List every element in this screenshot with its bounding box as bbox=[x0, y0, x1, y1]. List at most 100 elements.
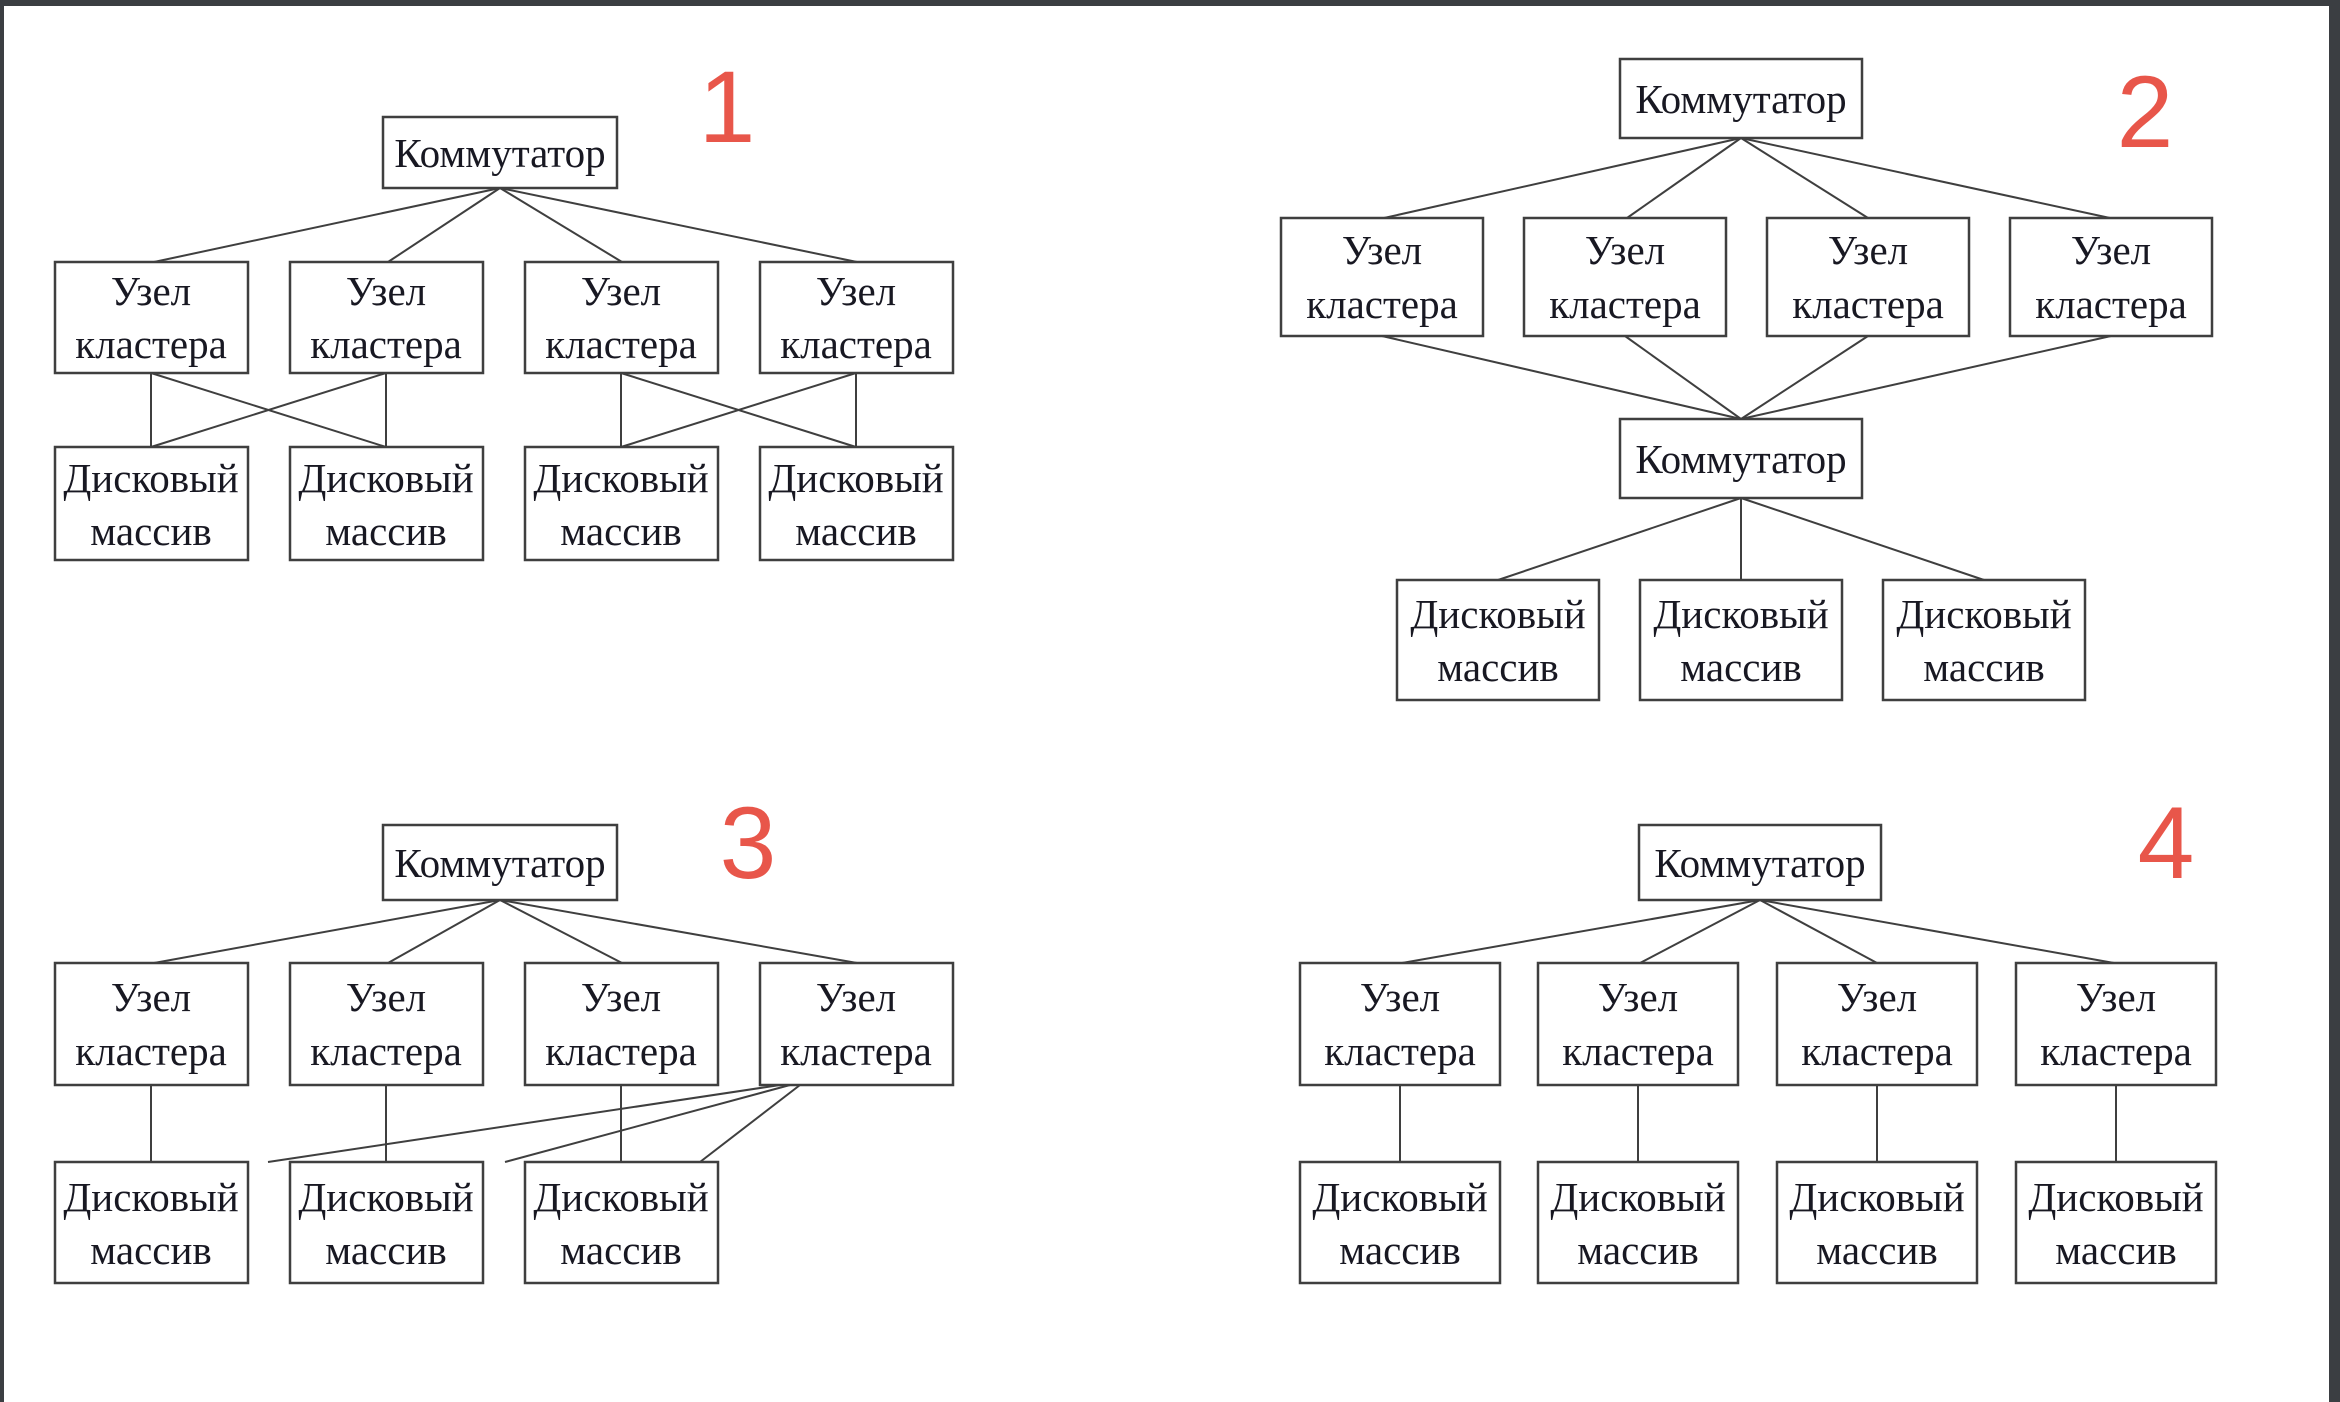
switch-label: Коммутатор bbox=[1654, 840, 1865, 886]
frame-right-edge bbox=[2329, 0, 2340, 1402]
cluster-node-label: Узел bbox=[111, 268, 191, 314]
connector-line bbox=[499, 187, 858, 263]
connector-line bbox=[387, 899, 501, 964]
disk-array-label: Дисковый bbox=[533, 1174, 708, 1220]
connector-line bbox=[267, 1084, 781, 1163]
disk-array-box bbox=[53, 1160, 250, 1285]
cluster-node-box bbox=[523, 961, 720, 1087]
cluster-node-label: кластера bbox=[1792, 281, 1944, 327]
disk-array-box bbox=[2014, 1160, 2218, 1285]
switch-box bbox=[1637, 823, 1883, 902]
disk-array-label: Дисковый bbox=[298, 455, 473, 501]
diagram-3-number: 3 bbox=[720, 786, 777, 900]
switch-box bbox=[381, 115, 619, 190]
disk-array-label: массив bbox=[1339, 1227, 1461, 1273]
cluster-node-box bbox=[1775, 961, 1979, 1087]
connector-line bbox=[1740, 335, 1869, 420]
cluster-node-label: кластера bbox=[75, 1028, 227, 1074]
diagram-2: 2 Коммутатор Узел кластера Узел кластера… bbox=[1279, 55, 2214, 702]
disk-array-box bbox=[288, 445, 485, 562]
disk-array-label: массив bbox=[325, 508, 447, 554]
cluster-node-label: кластера bbox=[310, 1028, 462, 1074]
cluster-node-box bbox=[758, 961, 955, 1087]
disk-array-box bbox=[1775, 1160, 1979, 1285]
switch-box bbox=[381, 823, 619, 902]
cluster-node-label: Узел bbox=[1598, 974, 1678, 1020]
disk-array-box bbox=[1395, 578, 1601, 702]
cluster-node-label: кластера bbox=[2035, 281, 2187, 327]
switch-label: Коммутатор bbox=[394, 840, 605, 886]
disk-array-label: Дисковый bbox=[1550, 1174, 1725, 1220]
cluster-node-box bbox=[1522, 216, 1728, 338]
disk-array-label: массив bbox=[90, 1227, 212, 1273]
diagram-2-number: 2 bbox=[2117, 55, 2174, 169]
disk-array-box bbox=[53, 445, 250, 562]
connector-line bbox=[1381, 335, 1742, 420]
connector-line bbox=[1759, 899, 1878, 964]
cluster-node-label: кластера bbox=[780, 1028, 932, 1074]
connector-line bbox=[387, 187, 501, 263]
disk-array-label: Дисковый bbox=[1653, 591, 1828, 637]
disk-array-label: Дисковый bbox=[63, 1174, 238, 1220]
disk-array-box bbox=[288, 1160, 485, 1285]
disk-array-box bbox=[1298, 1160, 1502, 1285]
frame-top-edge bbox=[0, 0, 2340, 6]
disk-array-box bbox=[1638, 578, 1844, 702]
disk-array-box bbox=[758, 445, 955, 562]
disk-array-label: Дисковый bbox=[2028, 1174, 2203, 1220]
cluster-node-box bbox=[53, 961, 250, 1087]
cluster-node-box bbox=[1298, 961, 1502, 1087]
connector-line bbox=[1740, 335, 2112, 420]
cluster-node-box bbox=[1536, 961, 1740, 1087]
connector-line bbox=[1383, 137, 1742, 219]
cluster-node-label: кластера bbox=[1562, 1028, 1714, 1074]
cluster-node-label: Узел bbox=[2071, 227, 2151, 273]
disk-array-label: Дисковый bbox=[1312, 1174, 1487, 1220]
cluster-node-label: кластера bbox=[75, 321, 227, 367]
cluster-node-label: Узел bbox=[816, 974, 896, 1020]
disk-array-label: массив bbox=[1437, 644, 1559, 690]
connector-line bbox=[699, 1084, 801, 1163]
disk-array-label: массив bbox=[560, 1227, 682, 1273]
cluster-node-label: кластера bbox=[1306, 281, 1458, 327]
connector-line bbox=[499, 899, 623, 964]
cluster-node-label: кластера bbox=[1324, 1028, 1476, 1074]
disk-array-box bbox=[523, 445, 720, 562]
connector-line bbox=[504, 1084, 791, 1163]
cluster-node-label: Узел bbox=[1828, 227, 1908, 273]
disk-array-box bbox=[1536, 1160, 1740, 1285]
cluster-node-box bbox=[288, 260, 485, 375]
connector-line bbox=[1497, 497, 1742, 581]
cluster-node-label: кластера bbox=[545, 1028, 697, 1074]
cluster-node-box bbox=[53, 260, 250, 375]
disk-array-label: массив bbox=[795, 508, 917, 554]
disk-array-label: массив bbox=[1816, 1227, 1938, 1273]
diagram-1: 1 Коммутатор Узел кластера Узел кластера… bbox=[53, 50, 955, 562]
cluster-node-label: Узел bbox=[1342, 227, 1422, 273]
switch-box bbox=[1618, 57, 1864, 140]
connector-line bbox=[499, 899, 858, 964]
switch-label: Коммутатор bbox=[1635, 76, 1846, 122]
cluster-node-box bbox=[1279, 216, 1485, 338]
switch-label: Коммутатор bbox=[1635, 436, 1846, 482]
disk-array-label: Дисковый bbox=[1789, 1174, 1964, 1220]
disk-array-label: Дисковый bbox=[1896, 591, 2071, 637]
cluster-node-box bbox=[758, 260, 955, 375]
disk-array-box bbox=[523, 1160, 720, 1285]
cluster-node-box bbox=[1765, 216, 1971, 338]
cluster-node-label: Узел bbox=[346, 268, 426, 314]
cluster-node-label: Узел bbox=[1585, 227, 1665, 273]
disk-array-box bbox=[1881, 578, 2087, 702]
cluster-node-label: Узел bbox=[346, 974, 426, 1020]
connector-line bbox=[153, 899, 501, 964]
connector-line bbox=[1401, 899, 1761, 964]
cluster-node-label: Узел bbox=[1360, 974, 1440, 1020]
disk-array-label: массив bbox=[1577, 1227, 1699, 1273]
cluster-node-label: Узел bbox=[1837, 974, 1917, 1020]
disk-array-label: Дисковый bbox=[63, 455, 238, 501]
cluster-node-box bbox=[288, 961, 485, 1087]
disk-array-label: Дисковый bbox=[533, 455, 708, 501]
connector-line bbox=[1759, 899, 2115, 964]
cluster-node-label: Узел bbox=[581, 268, 661, 314]
